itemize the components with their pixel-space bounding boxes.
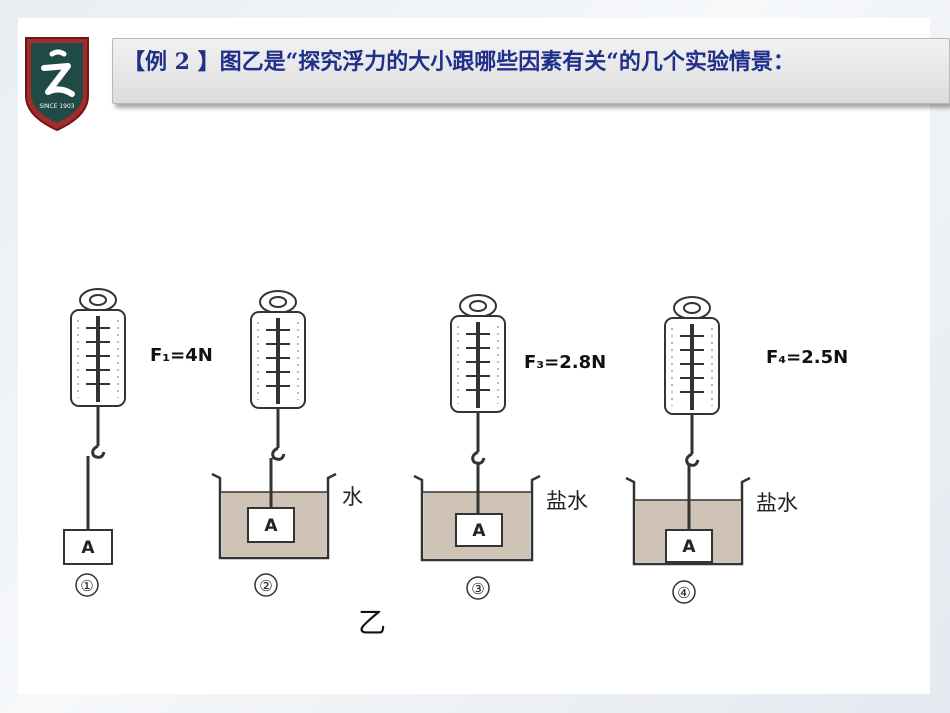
block-a-1	[63, 529, 113, 565]
logo-text: SINCE 1903	[39, 103, 74, 110]
step-label-2: ②	[259, 577, 272, 595]
liquid-label-3: 盐水	[546, 489, 588, 513]
title-bar: 【例 2 】图乙是“探究浮力的大小跟哪些因素有关“的几个实验情景：	[112, 38, 950, 104]
step-label-4: ④	[677, 584, 690, 602]
force-label-4: F₄=2.5N	[766, 347, 848, 368]
liquid-label-4: 盐水	[756, 491, 798, 515]
svg-text:A: A	[472, 521, 486, 541]
setup-2: A 水 ②	[211, 289, 363, 597]
figure-caption: 乙	[358, 606, 386, 639]
school-logo: SINCE 1903	[25, 37, 89, 132]
svg-text:A: A	[264, 516, 278, 536]
block-a-2	[247, 507, 295, 543]
page-title: 【例 2 】图乙是“探究浮力的大小跟哪些因素有关“的几个实验情景：	[123, 49, 795, 75]
setup-1: A ① F₁=4N	[63, 287, 213, 597]
step-label-1: ①	[80, 577, 93, 595]
block-a-4	[665, 529, 713, 563]
setup-4: A 盐水 F₄=2.5N ④	[625, 295, 848, 604]
liquid-label-2: 水	[342, 485, 363, 509]
force-label-3: F₃=2.8N	[524, 352, 606, 373]
setup-3: A 盐水 F₃=2.8N ③	[413, 293, 606, 600]
block-a-3	[455, 513, 503, 547]
svg-text:A: A	[682, 537, 696, 557]
step-label-3: ③	[471, 580, 484, 598]
svg-text:A: A	[81, 538, 95, 558]
force-label-1: F₁=4N	[150, 345, 213, 366]
